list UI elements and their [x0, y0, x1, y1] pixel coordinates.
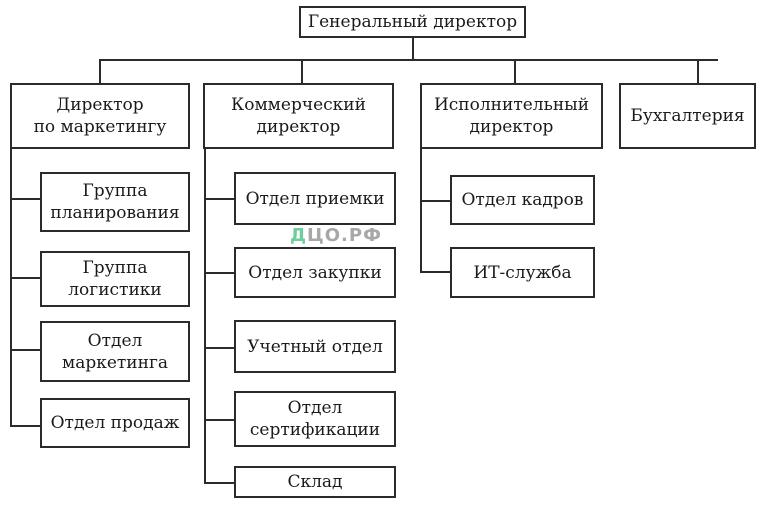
- node-marketing-director[interactable]: Директор по маркетингу: [10, 83, 190, 149]
- connector: [204, 272, 236, 274]
- connector: [514, 59, 516, 84]
- node-executive-director[interactable]: Исполнительный директор: [420, 83, 603, 149]
- node-accounting[interactable]: Бухгалтерия: [619, 83, 756, 149]
- connector: [301, 59, 303, 84]
- connector: [420, 147, 422, 273]
- node-commercial-director[interactable]: Коммерческий директор: [203, 83, 394, 149]
- node-planning-group[interactable]: Группа планирования: [40, 172, 190, 232]
- connector: [420, 200, 452, 202]
- connector: [99, 59, 718, 61]
- node-receiving-dept[interactable]: Отдел приемки: [234, 172, 396, 225]
- connector: [204, 347, 236, 349]
- node-accounting-dept[interactable]: Учетный отдел: [234, 320, 396, 373]
- connector: [412, 37, 414, 61]
- connector: [10, 147, 12, 426]
- connector: [697, 59, 699, 84]
- node-certification-dept[interactable]: Отдел сертификации: [234, 391, 396, 447]
- connector: [10, 198, 42, 200]
- node-marketing-dept[interactable]: Отдел маркетинга: [40, 321, 190, 382]
- connector: [10, 277, 42, 279]
- watermark: ДЦО.РФ: [290, 225, 382, 246]
- node-general-director[interactable]: Генеральный директор: [299, 6, 526, 38]
- connector: [204, 198, 236, 200]
- node-warehouse[interactable]: Склад: [234, 466, 396, 498]
- node-hr-dept[interactable]: Отдел кадров: [450, 175, 595, 225]
- connector: [204, 147, 206, 483]
- connector: [204, 482, 236, 484]
- node-purchasing-dept[interactable]: Отдел закупки: [234, 247, 396, 298]
- node-sales-dept[interactable]: Отдел продаж: [40, 398, 190, 448]
- connector: [99, 59, 101, 84]
- node-it-service[interactable]: ИТ-служба: [450, 247, 595, 298]
- connector: [204, 419, 236, 421]
- connector: [420, 271, 452, 273]
- connector: [10, 349, 42, 351]
- connector: [10, 425, 42, 427]
- node-logistics-group[interactable]: Группа логистики: [40, 251, 190, 307]
